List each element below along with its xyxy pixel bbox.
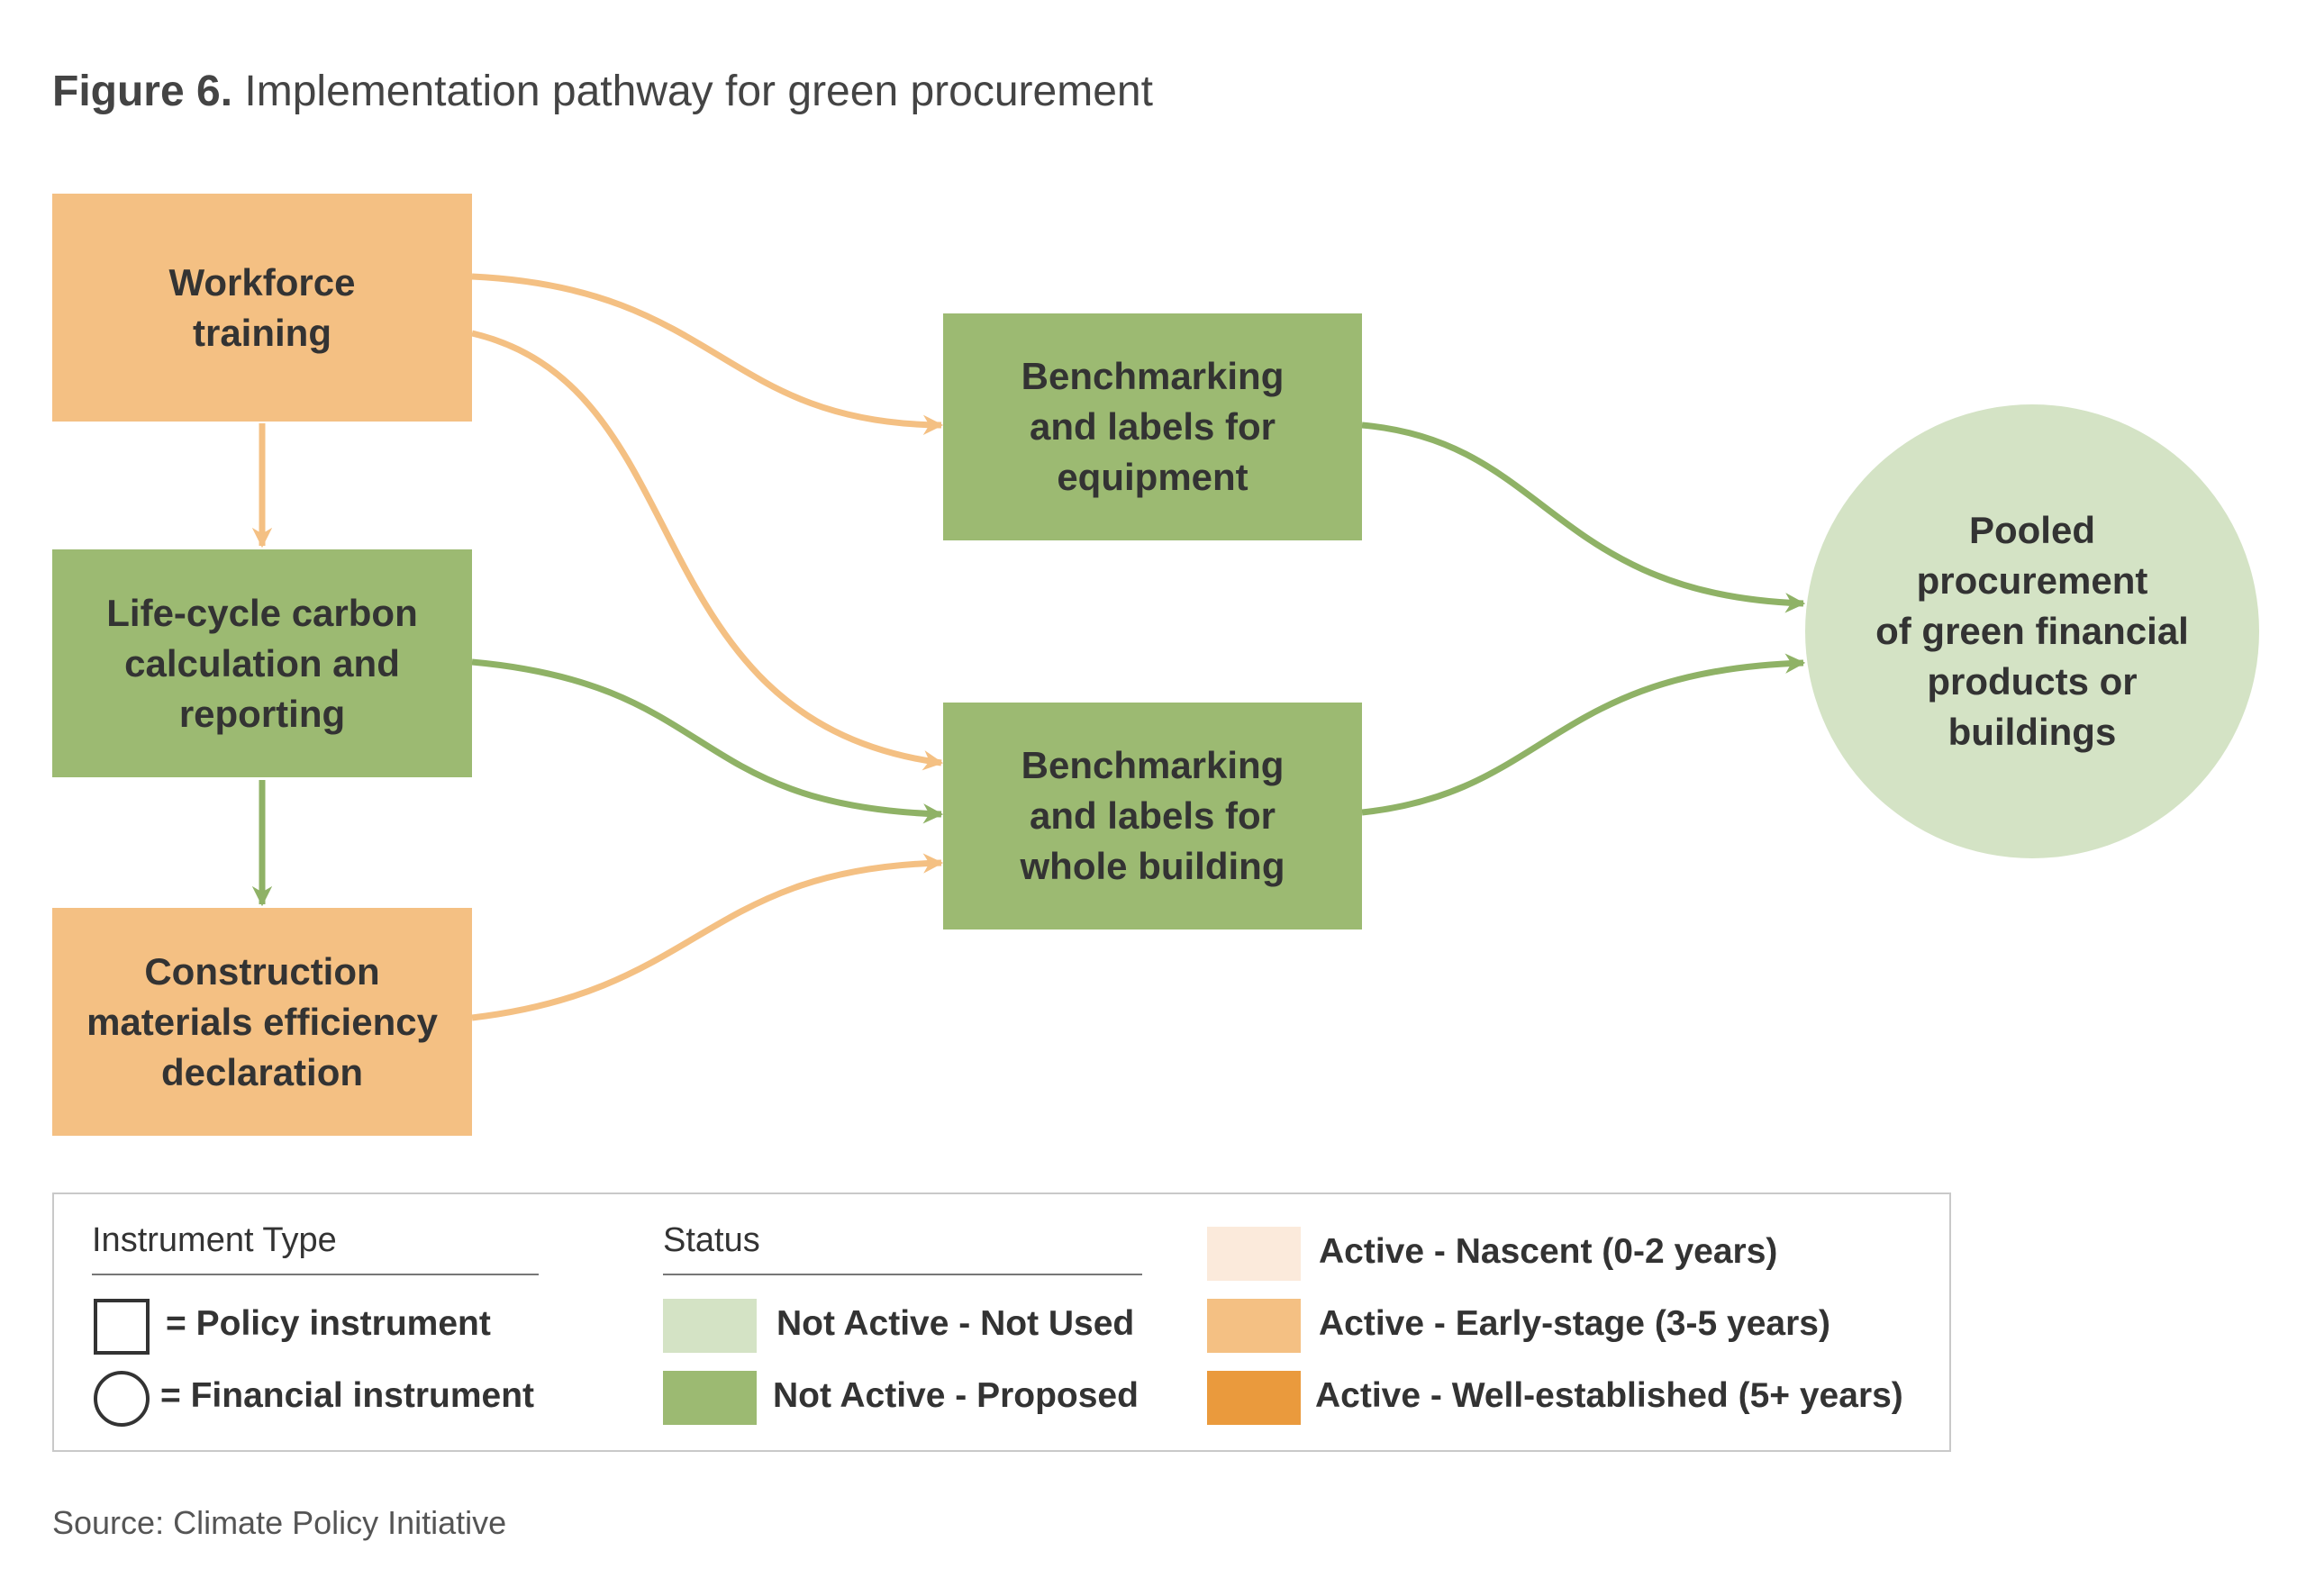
edge-bench-equipment-to-pooled	[1361, 422, 1806, 613]
node-pooled-procurement: Pooled procurement of green financial pr…	[1805, 404, 2259, 858]
figure-number: Figure 6.	[52, 68, 233, 115]
node-lifecycle-carbon-label: Life-cycle carbon calculation and report…	[106, 591, 418, 735]
figure-caption: Implementation pathway for green procure…	[244, 68, 1153, 115]
edge-bench-building-to-pooled	[1361, 653, 1806, 816]
legend-status-heading: Status	[663, 1221, 760, 1259]
legend-instrument-heading: Instrument Type	[92, 1221, 337, 1259]
legend-financial-label: = Financial instrument	[160, 1376, 535, 1415]
node-construction-materials-label: Construction materials efficiency declar…	[86, 949, 438, 1093]
legend-status-rule	[663, 1274, 1142, 1275]
legend-square-icon	[94, 1299, 150, 1355]
node-benchmarking-whole-building-label: Benchmarking and labels for whole buildi…	[1020, 744, 1285, 887]
node-benchmarking-equipment: Benchmarking and labels for equipment	[943, 313, 1362, 540]
legend-not-used-label: Not Active - Not Used	[776, 1304, 1135, 1343]
legend-swatch-proposed	[663, 1371, 757, 1425]
node-pooled-procurement-label: Pooled procurement of green financial pr…	[1875, 509, 2189, 753]
legend-well-established-label: Active - Well-established (5+ years)	[1315, 1376, 1903, 1415]
edge-workforce-to-bench-equipment	[471, 273, 944, 436]
node-benchmarking-whole-building: Benchmarking and labels for whole buildi…	[943, 703, 1362, 929]
node-benchmarking-equipment-label: Benchmarking and labels for equipment	[1021, 355, 1285, 498]
legend-circle-icon	[94, 1371, 150, 1427]
legend-early-label: Active - Early-stage (3-5 years)	[1319, 1304, 1830, 1343]
edge-workforce-to-bench-building	[471, 330, 944, 771]
figure-title: Figure 6. Implementation pathway for gre…	[52, 67, 1153, 116]
edge-lifecycle-to-bench-building	[471, 658, 944, 824]
node-workforce-training-label: Workforce training	[168, 260, 356, 354]
legend-instrument-rule	[92, 1274, 539, 1275]
source-note: Source: Climate Policy Initiative	[52, 1504, 507, 1541]
legend-policy-label: = Policy instrument	[166, 1304, 491, 1343]
node-lifecycle-carbon: Life-cycle carbon calculation and report…	[52, 549, 472, 777]
legend-swatch-not-used	[663, 1299, 757, 1353]
edge-construction-to-bench-building	[471, 853, 944, 1021]
legend: Instrument Type = Policy instrument = Fi…	[52, 1192, 1951, 1452]
node-workforce-training: Workforce training	[52, 194, 472, 422]
legend-nascent-label: Active - Nascent (0-2 years)	[1319, 1232, 1778, 1271]
legend-proposed-label: Not Active - Proposed	[773, 1376, 1139, 1415]
legend-swatch-nascent	[1207, 1227, 1301, 1281]
node-construction-materials: Construction materials efficiency declar…	[52, 908, 472, 1136]
legend-swatch-well-established	[1207, 1371, 1301, 1425]
legend-swatch-early	[1207, 1299, 1301, 1353]
